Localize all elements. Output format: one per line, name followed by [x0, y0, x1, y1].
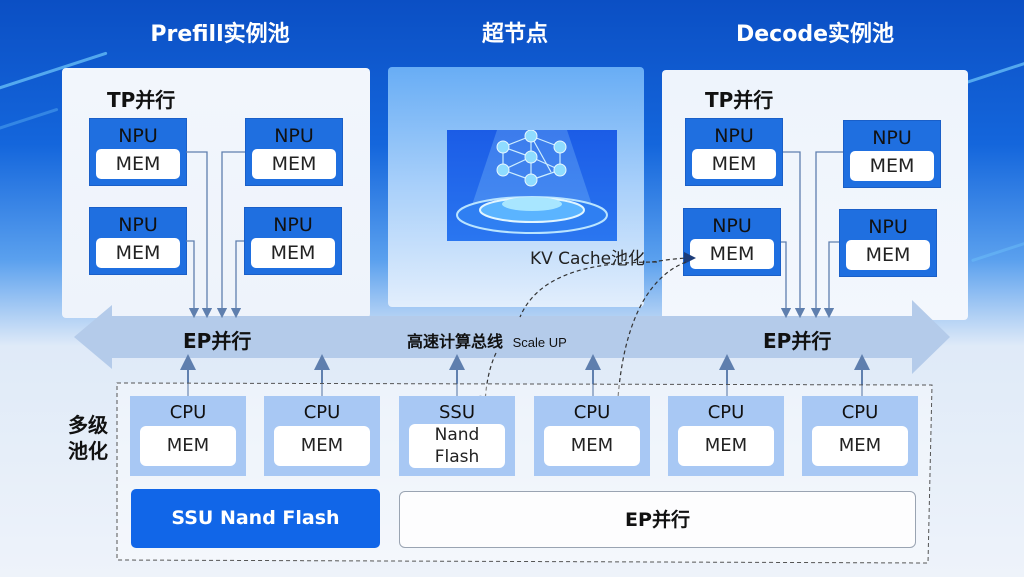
prefill-npu-unit: NPU MEM	[244, 207, 342, 275]
npu-label: NPU	[118, 125, 158, 147]
decode-npu-unit: NPU MEM	[683, 208, 781, 276]
cpu-label: CPU	[707, 402, 745, 423]
nand-label: Nand	[434, 425, 480, 445]
prefill-tp-connectors	[186, 151, 245, 319]
flash-label: Flash	[434, 447, 480, 467]
cpu-label: CPU	[573, 402, 611, 423]
decode-npu-unit: NPU MEM	[839, 209, 937, 277]
decode-npu-unit: NPU MEM	[685, 118, 783, 186]
prefill-tp-label: TP并行	[107, 88, 176, 112]
decode-tp-connectors	[780, 151, 843, 319]
cpu-mem-node: CPU MEM	[130, 396, 246, 476]
ssu-nand-flash-block: SSU Nand Flash	[131, 489, 380, 548]
pool-label-line1: 多级	[68, 413, 108, 437]
prefill-npu-unit: NPU MEM	[245, 118, 343, 186]
bus-ep-parallel-right: EP并行	[763, 329, 832, 353]
pool-to-bus-arrows	[180, 354, 870, 396]
mem-label: MEM	[544, 426, 640, 466]
prefill-pool-title: Prefill实例池	[150, 22, 290, 47]
npu-label: NPU	[273, 214, 313, 236]
cpu-label: CPU	[169, 402, 207, 423]
prefill-pool-panel	[62, 68, 370, 318]
kv-cache-pooling-label: KV Cache池化	[530, 249, 646, 269]
cpu-mem-node: CPU MEM	[668, 396, 784, 476]
decode-tp-label: TP并行	[705, 88, 774, 112]
nand-flash-label: Nand Flash	[409, 424, 505, 468]
npu-label: NPU	[118, 214, 158, 236]
prefill-npu-unit: NPU MEM	[89, 118, 187, 186]
npu-label: NPU	[274, 125, 314, 147]
mem-label: MEM	[692, 149, 776, 179]
mem-label: MEM	[140, 426, 236, 466]
kv-cache-dashed-paths	[479, 252, 696, 421]
mem-label: MEM	[96, 149, 180, 179]
decode-npu-unit: NPU MEM	[843, 120, 941, 188]
npu-label: NPU	[714, 125, 754, 147]
supernode-title: 超节点	[481, 22, 548, 47]
cpu-label: CPU	[303, 402, 341, 423]
mem-label: MEM	[812, 426, 908, 466]
network-graph-icon	[456, 129, 608, 234]
high-speed-bus-label: 高速计算总线	[407, 332, 504, 351]
mem-label: MEM	[678, 426, 774, 466]
mem-label: MEM	[251, 238, 335, 268]
ep-parallel-block: EP并行	[399, 491, 916, 548]
npu-label: NPU	[712, 215, 752, 237]
npu-label: NPU	[872, 127, 912, 149]
mem-label: MEM	[96, 238, 180, 268]
bus-center-label: 高速计算总线 Scale UP	[407, 328, 567, 352]
mem-label: MEM	[252, 149, 336, 179]
cpu-label: CPU	[841, 402, 879, 423]
mem-label: MEM	[850, 151, 934, 181]
decode-pool-panel	[662, 70, 968, 320]
mem-label: MEM	[690, 239, 774, 269]
scale-up-label: Scale UP	[512, 335, 567, 350]
ssu-label: SSU	[438, 402, 476, 423]
mem-label: MEM	[846, 240, 930, 270]
multilevel-pool-label: 多级 池化	[68, 412, 108, 464]
cpu-mem-node: CPU MEM	[264, 396, 380, 476]
prefill-npu-unit: NPU MEM	[89, 207, 187, 275]
decode-pool-title: Decode实例池	[735, 22, 894, 47]
cpu-mem-node: CPU MEM	[534, 396, 650, 476]
bus-ep-parallel-left: EP并行	[183, 329, 252, 353]
ssu-nand-node: SSU Nand Flash	[399, 396, 515, 476]
network-node-platform-icon	[447, 129, 617, 241]
mem-label: MEM	[274, 426, 370, 466]
pool-label-line2: 池化	[68, 439, 108, 463]
cpu-mem-node: CPU MEM	[802, 396, 918, 476]
npu-label: NPU	[868, 216, 908, 238]
